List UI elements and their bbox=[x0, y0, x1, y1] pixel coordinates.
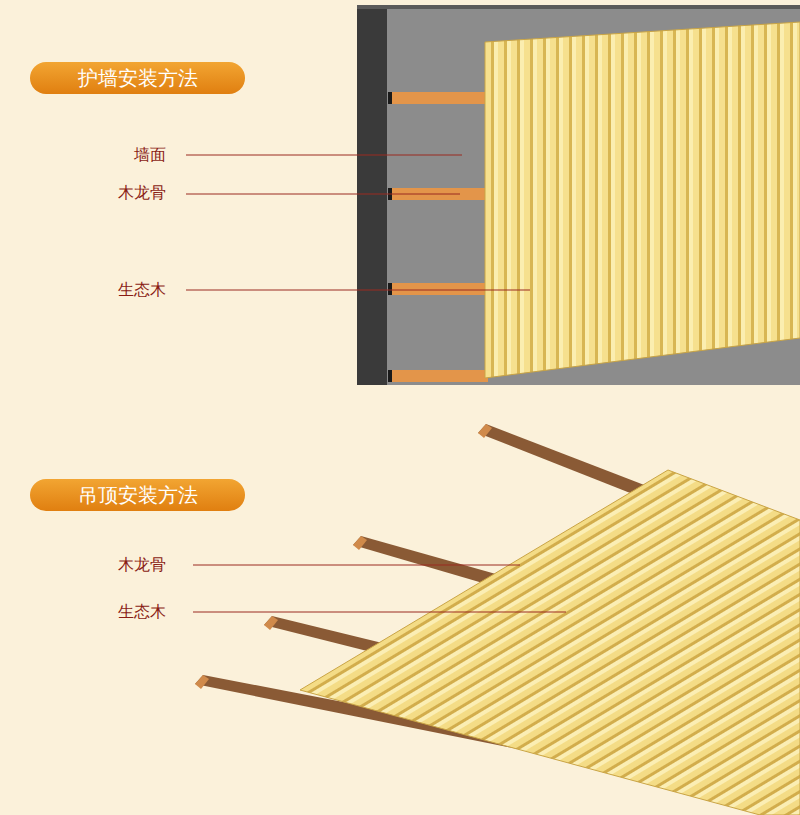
part-label: 墙面 bbox=[134, 145, 166, 165]
wall-battens bbox=[388, 92, 488, 382]
heading-text: 护墙安装方法 bbox=[52, 66, 223, 90]
part-label: 木龙骨 bbox=[118, 183, 166, 203]
heading-text: 吊顶安装方法 bbox=[52, 483, 223, 507]
wall-panel bbox=[485, 22, 800, 378]
leader-lines bbox=[186, 155, 566, 612]
ceiling-panel bbox=[300, 470, 800, 815]
part-label: 生态木 bbox=[118, 280, 166, 300]
heading-pill: 吊顶安装方法 bbox=[30, 479, 245, 511]
part-label: 木龙骨 bbox=[118, 555, 166, 575]
part-label: 生态木 bbox=[118, 602, 166, 622]
wall bbox=[357, 5, 800, 385]
heading-pill: 护墙安装方法 bbox=[30, 62, 245, 94]
